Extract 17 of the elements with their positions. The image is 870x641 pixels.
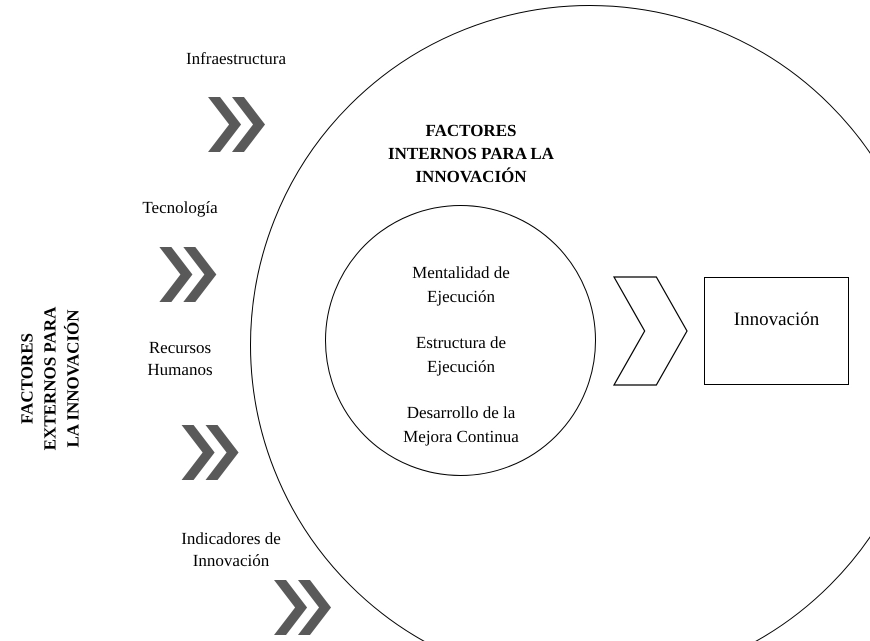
factor-label: Tecnología	[120, 197, 240, 221]
double-chevron-arrow	[274, 580, 332, 635]
inner-circle	[325, 205, 596, 476]
result-box	[704, 277, 849, 385]
double-chevron-arrow	[159, 247, 216, 302]
double-chevron-arrow	[182, 425, 239, 480]
side-heading: FACTORES EXTERNOS PARA LA INNOVACIÓN	[16, 306, 84, 452]
factor-text: Estructura de Ejecución	[414, 332, 508, 378]
chevron-arrow	[612, 276, 688, 386]
factor-text: Mentalidad de Ejecución	[411, 262, 511, 308]
factor-label: Indicadores de Innovación	[161, 528, 301, 572]
circle-heading: FACTORES INTERNOS PARA LA INNOVACIÓN	[387, 120, 555, 188]
factor-text: Desarrollo de la Mejora Continua	[402, 402, 520, 448]
double-chevron-arrow	[208, 97, 266, 152]
factor-label: Infraestructura	[166, 48, 306, 72]
result-text: Innovación	[732, 308, 820, 332]
factor-label: Recursos Humanos	[120, 337, 240, 381]
